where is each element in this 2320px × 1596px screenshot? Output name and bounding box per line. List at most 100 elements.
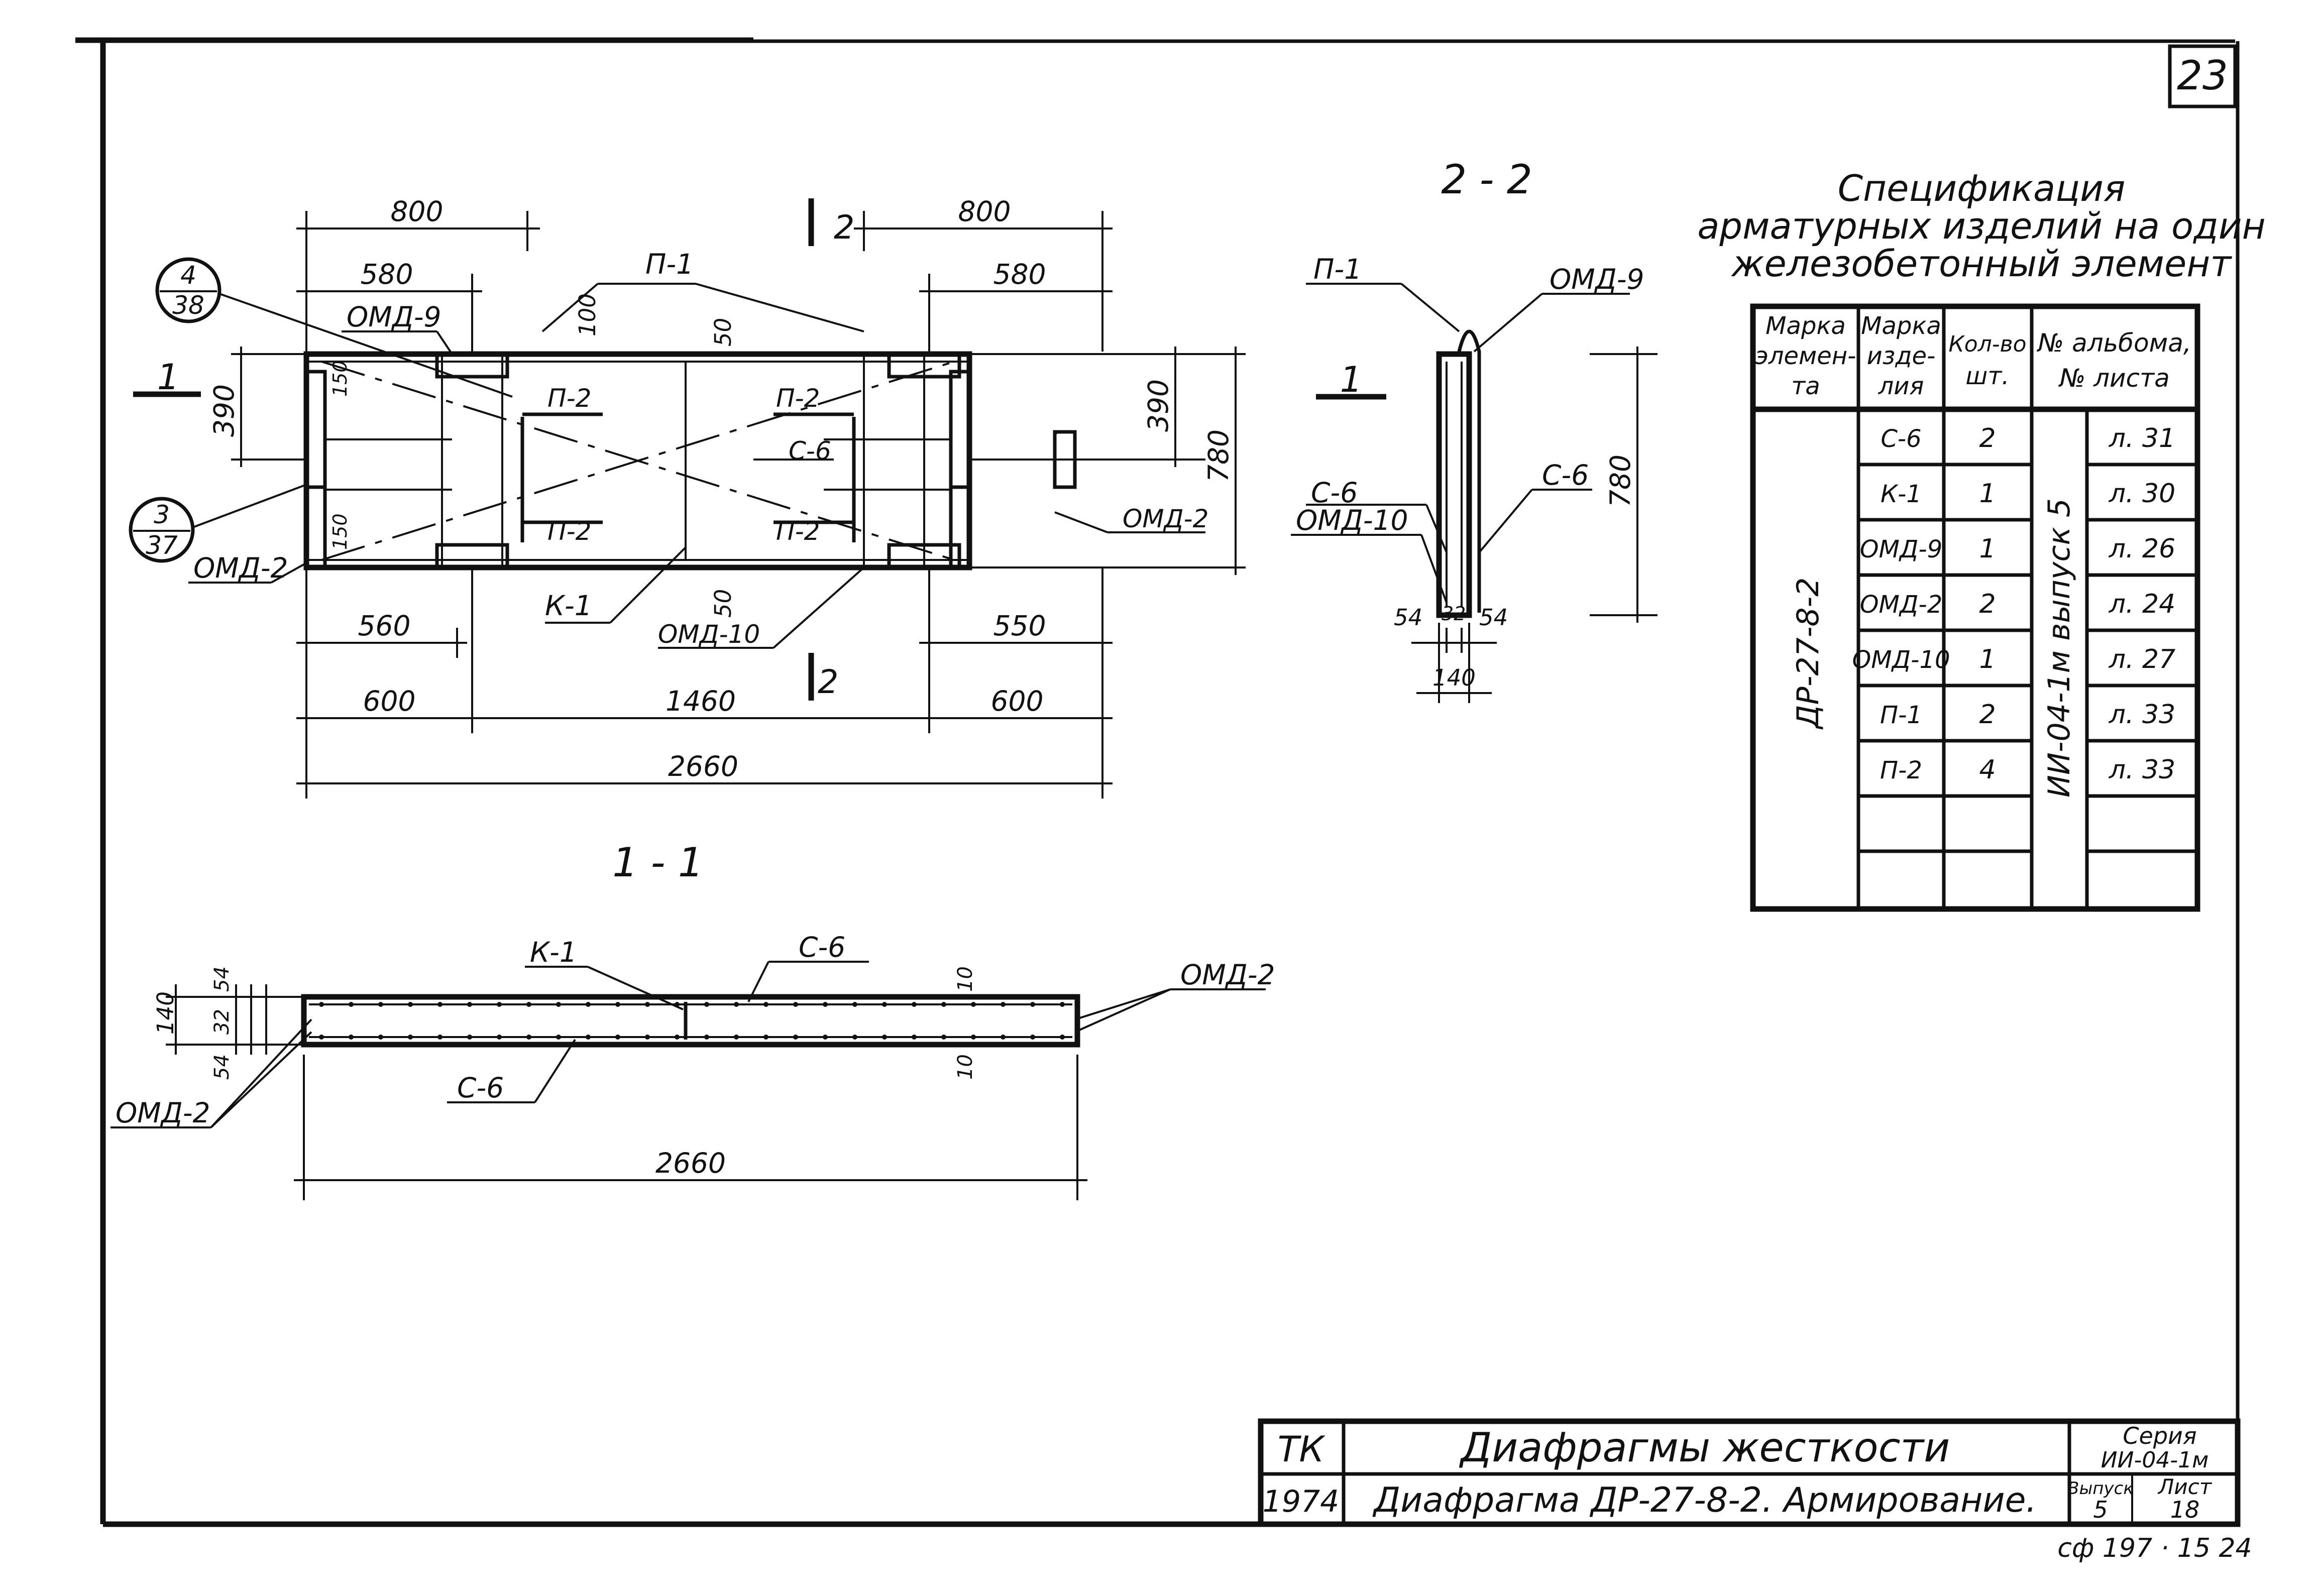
plan-label-s6: С-6 — [789, 436, 831, 466]
rebar-dot — [497, 1002, 502, 1007]
rebar-dot — [704, 1035, 709, 1040]
spec-row-qty: 1 — [1979, 479, 1996, 509]
rebar-dot — [763, 1002, 768, 1007]
spec-row-mark: ОМД-10 — [1852, 646, 1950, 674]
rebar-dot — [319, 1035, 324, 1040]
rebar-dot — [793, 1002, 798, 1007]
rebar-dot — [437, 1035, 443, 1040]
section-1-1-labels: К-1 С-6 ОМД-2 С-6 ОМД-2 — [111, 931, 1275, 1129]
svg-text:580: 580 — [993, 258, 1046, 290]
rebar-dot — [734, 1035, 739, 1040]
section-1-1-bar-dots — [319, 1002, 1065, 1040]
rebar-dot — [941, 1002, 946, 1007]
rebar-dot — [556, 1002, 561, 1007]
section-1-1-dimensions: 140 54 32 54 10 10 2660 — [152, 966, 1087, 1200]
spec-row-qty: 2 — [1979, 700, 1996, 730]
spec-row-qty: 4 — [1979, 755, 1996, 785]
spec-row-mark: П-1 — [1880, 701, 1922, 729]
plan-label-omd10: ОМД-10 — [658, 620, 760, 649]
svg-text:ОМД-10: ОМД-10 — [1296, 504, 1408, 536]
plan-label-k1: К-1 — [545, 590, 592, 622]
spec-header-col4: № альбома, № листа — [2036, 328, 2191, 393]
spec-title-line1: Спецификация — [1838, 167, 2126, 209]
section-mark-1: 1 — [157, 357, 180, 398]
svg-text:Марка: Марка — [1861, 312, 1941, 340]
svg-text:С-6: С-6 — [799, 931, 845, 963]
svg-text:780: 780 — [1202, 429, 1235, 482]
section-mark-2-top: 2 — [834, 209, 854, 247]
rebar-dot — [586, 1002, 591, 1007]
svg-text:50: 50 — [710, 589, 736, 618]
spec-row: П-1 2 л. 33 — [1880, 700, 2175, 730]
page-number-box: 23 — [2168, 44, 2237, 108]
section-1-1: 1 - 1 К-1 С-6 ОМД-2 С-6 ОМД-2 — [111, 839, 1275, 1200]
rebar-dot — [912, 1002, 917, 1007]
rebar-dot — [734, 1002, 739, 1007]
spec-element-mark: ДР-27-8-2 — [1791, 578, 1826, 730]
plan-labels: П-1 ОМД-9 П-2 П-2 П-2 П-2 С-6 К-1 ОМД-10… — [188, 248, 1208, 649]
rebar-dot — [497, 1035, 502, 1040]
spec-row-mark: П-2 — [1880, 756, 1922, 784]
svg-text:390: 390 — [208, 384, 240, 437]
rebar-dot — [349, 1002, 354, 1007]
section-2-2-dimensions: 780 54 32 54 140 — [1394, 347, 1658, 703]
rebar-dot — [526, 1002, 531, 1007]
spec-header-col3: Кол-во шт. — [1948, 331, 2026, 390]
page-number: 23 — [2177, 52, 2228, 99]
plan-view: 1 2 2 4 38 3 37 800 580 — [129, 195, 1246, 799]
svg-text:32: 32 — [1442, 603, 1466, 625]
spec-row-sheet: л. 33 — [2109, 700, 2175, 730]
svg-text:390: 390 — [1142, 379, 1174, 432]
svg-text:С-6: С-6 — [1311, 477, 1358, 509]
svg-text:3: 3 — [154, 500, 170, 529]
rebar-dot — [467, 1035, 472, 1040]
plan-label-p2: П-2 — [547, 384, 591, 413]
svg-text:150: 150 — [329, 513, 351, 550]
svg-text:580: 580 — [361, 258, 413, 290]
svg-text:140: 140 — [1432, 664, 1476, 691]
svg-text:С-6: С-6 — [457, 1072, 504, 1104]
svg-text:50: 50 — [710, 318, 736, 347]
svg-text:№ листа: № листа — [2058, 364, 2170, 393]
title-sheet-label: Лист — [2157, 1474, 2213, 1499]
rebar-dot — [437, 1002, 443, 1007]
svg-text:37: 37 — [146, 531, 178, 560]
section-2-2: 2 - 2 1 П-1 ОМД-9 С-6 ОМД-10 С-6 — [1291, 156, 1658, 703]
svg-text:140: 140 — [152, 991, 179, 1035]
svg-text:ОМД-2: ОМД-2 — [116, 1097, 210, 1129]
spec-row-qty: 2 — [1979, 423, 1996, 453]
section-2-2-labels: П-1 ОМД-9 С-6 ОМД-10 С-6 — [1291, 253, 1644, 603]
spec-row-mark: ОМД-2 — [1860, 591, 1943, 619]
rebar-dot — [1030, 1035, 1035, 1040]
rebar-dot — [1001, 1035, 1006, 1040]
rebar-dot — [556, 1035, 561, 1040]
spec-header-col1: Марка элемен- та — [1755, 312, 1856, 400]
svg-text:1: 1 — [1340, 359, 1363, 400]
svg-text:П-1: П-1 — [1313, 253, 1362, 285]
plan-side-dimensions: 390 390 780 — [208, 347, 1246, 575]
rebar-dot — [645, 1035, 650, 1040]
plan-label-p2: П-2 — [776, 384, 820, 413]
plan-label-omd2-right: ОМД-2 — [1123, 504, 1208, 533]
plan-label-omd9: ОМД-9 — [347, 301, 441, 333]
callout-4-38: 4 38 — [155, 257, 513, 398]
svg-text:шт.: шт. — [1965, 362, 2009, 390]
svg-text:54: 54 — [1394, 604, 1422, 631]
plan-label-p2: П-2 — [776, 517, 820, 546]
spec-row-qty: 1 — [1979, 644, 1996, 674]
svg-text:4: 4 — [180, 261, 196, 290]
section-1-1-title: 1 - 1 — [612, 839, 704, 886]
svg-text:32: 32 — [210, 1009, 234, 1035]
rebar-dot — [882, 1035, 887, 1040]
svg-text:54: 54 — [1479, 604, 1508, 631]
title-sheet-value: 18 — [2170, 1496, 2200, 1523]
svg-text:150: 150 — [329, 360, 351, 397]
archive-stamp: сф 197 · 15 24 — [2057, 1533, 2252, 1563]
svg-text:Марка: Марка — [1765, 312, 1846, 340]
svg-text:№ альбома,: № альбома, — [2036, 328, 2191, 358]
spec-row-sheet: л. 24 — [2109, 589, 2175, 619]
